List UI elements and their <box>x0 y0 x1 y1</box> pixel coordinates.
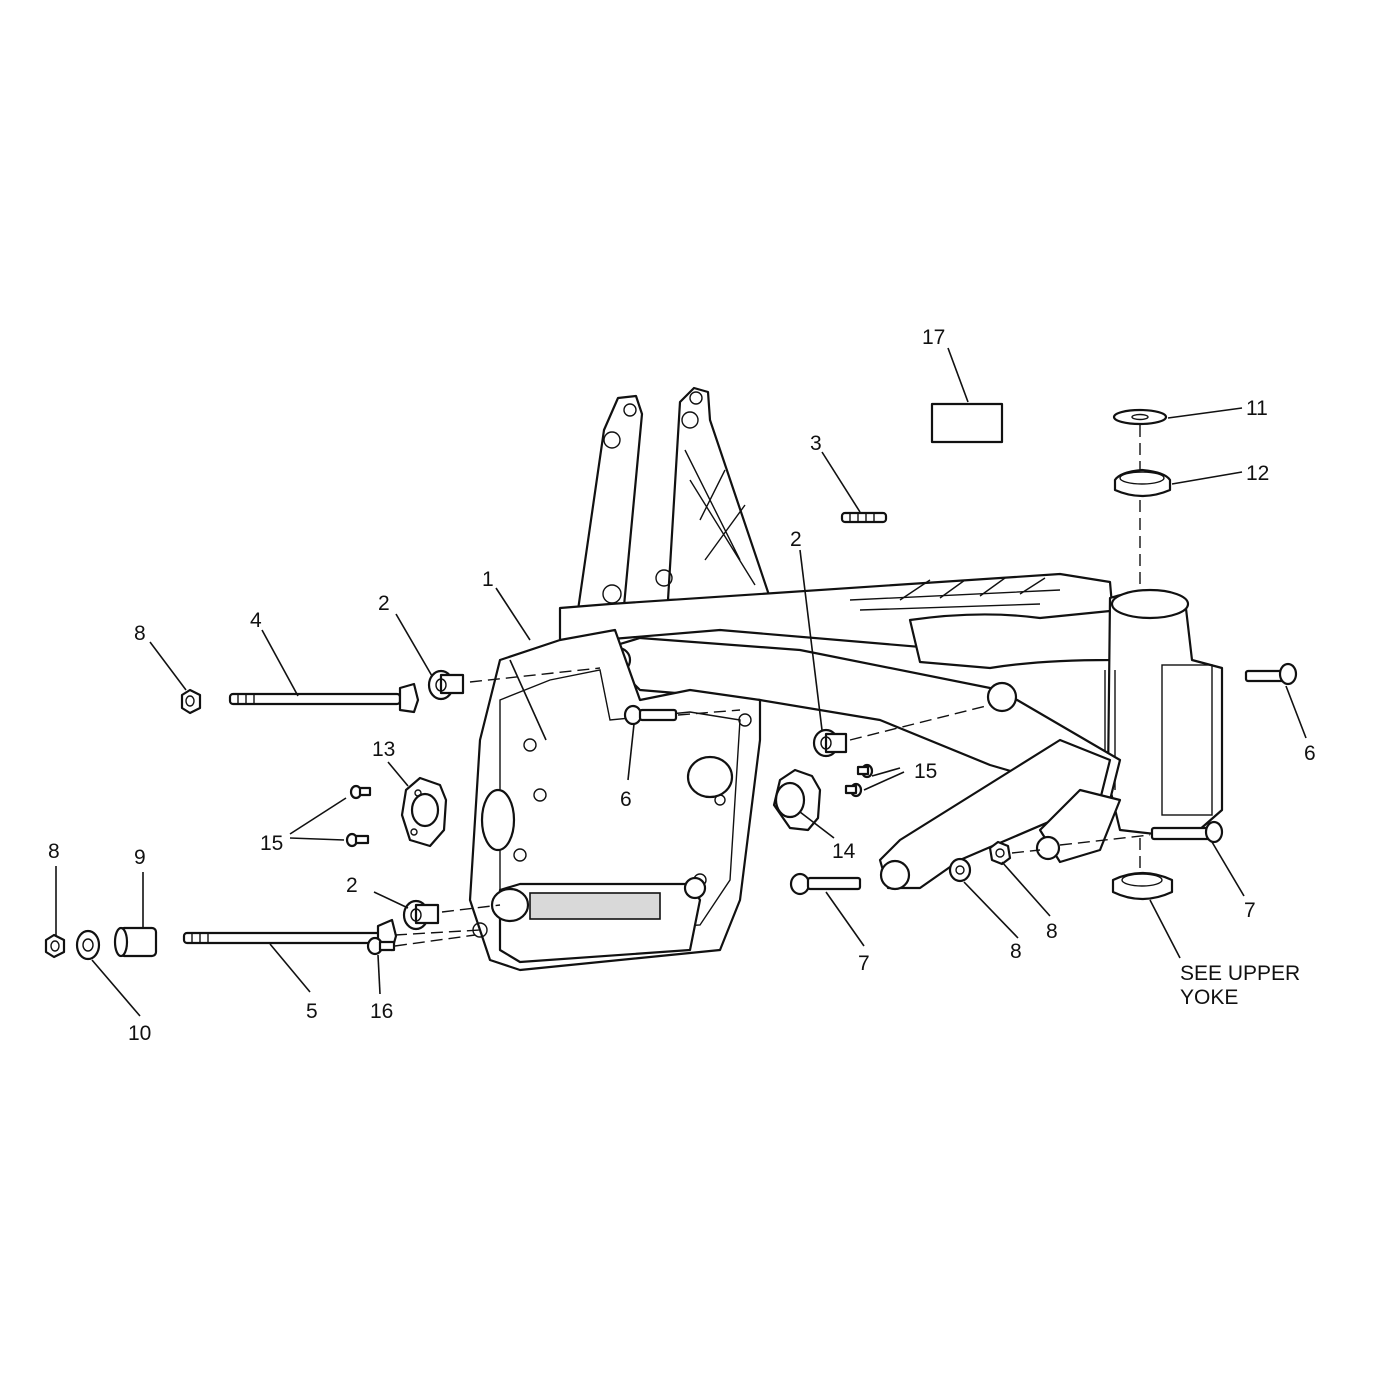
callout-12: 12 <box>1246 462 1269 485</box>
callout-8-nut-right: 8 <box>1046 920 1058 943</box>
callout-5: 5 <box>306 1000 318 1023</box>
washer-11 <box>1112 408 1168 426</box>
screw-15-right-b <box>844 782 863 798</box>
callout-13: 13 <box>372 738 395 761</box>
bolt-5 <box>182 918 398 952</box>
bearing-12 <box>1113 468 1172 498</box>
callout-15-right: 15 <box>914 760 937 783</box>
stud-3 <box>840 511 888 524</box>
bolt-7-center <box>789 872 862 896</box>
callout-2-middle: 2 <box>790 528 802 551</box>
callout-1: 1 <box>482 568 494 591</box>
callout-14: 14 <box>832 840 856 863</box>
main-frame <box>468 386 1224 972</box>
bolt-6-left <box>623 704 678 726</box>
callout-6-right: 6 <box>1304 742 1316 765</box>
bolt-6-right <box>1244 662 1298 686</box>
nut-8-lower-left <box>44 933 66 959</box>
leader-lines <box>55 347 1307 1017</box>
nut-8-upper-left <box>180 688 202 715</box>
spacer-2-upper <box>427 669 465 701</box>
callout-2-lower: 2 <box>346 874 358 897</box>
callout-10: 10 <box>128 1022 151 1045</box>
callout-6-left: 6 <box>620 788 632 811</box>
nut-8-right <box>988 840 1012 866</box>
bolt-7-right <box>1150 820 1224 844</box>
callout-8-washer-right: 8 <box>1010 940 1022 963</box>
mount-plate-13 <box>400 776 448 848</box>
note-line-2: YOKE <box>1180 986 1238 1009</box>
callout-2-upper: 2 <box>378 592 390 615</box>
washer-10 <box>75 929 101 961</box>
callout-7-center: 7 <box>858 952 870 975</box>
callout-16: 16 <box>370 1000 393 1023</box>
bolt-4 <box>228 682 420 714</box>
sleeve-9 <box>113 926 158 958</box>
screw-15-left-a <box>349 784 372 800</box>
spacer-2-lower <box>402 899 440 931</box>
callout-15-left: 15 <box>260 832 283 855</box>
screw-16 <box>366 936 396 956</box>
callout-numbers: 17 11 12 3 2 1 2 4 8 13 6 6 15 15 14 8 9… <box>48 326 1316 1045</box>
label-plate <box>930 402 1004 444</box>
note-line-1: SEE UPPER <box>1180 962 1300 985</box>
callout-9: 9 <box>134 846 146 869</box>
callout-17: 17 <box>922 326 945 349</box>
washer-8-right <box>948 857 972 883</box>
callout-8-upper-left: 8 <box>134 622 146 645</box>
bearing-lower <box>1111 871 1174 901</box>
spacer-2-middle <box>812 728 848 758</box>
callout-3: 3 <box>810 432 822 455</box>
callout-7-right: 7 <box>1244 899 1256 922</box>
mount-plate-14 <box>772 768 822 832</box>
screw-15-left-b <box>345 832 370 848</box>
callout-11: 11 <box>1246 397 1268 420</box>
screw-15-right-a <box>856 763 874 779</box>
callout-8-far-left: 8 <box>48 840 60 863</box>
callout-4: 4 <box>250 609 262 632</box>
